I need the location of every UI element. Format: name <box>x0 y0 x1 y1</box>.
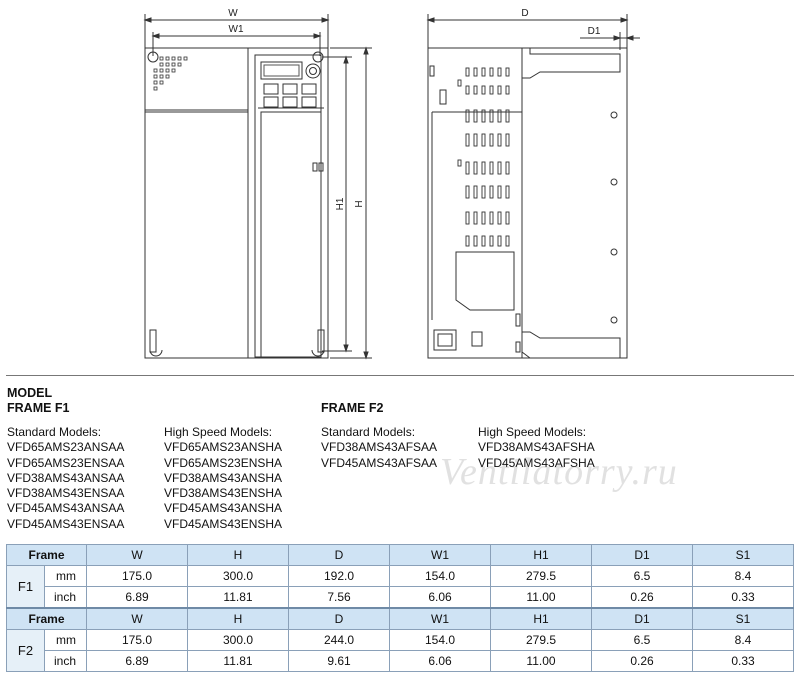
table-cell: 0.26 <box>591 650 693 672</box>
table-cell: 11.00 <box>490 650 592 672</box>
unit-cell: mm <box>44 629 87 651</box>
table-row: inch 6.89 11.81 9.61 6.06 11.00 0.26 0.3… <box>7 650 794 672</box>
model-item: VFD45AMS43AFSHA <box>478 455 595 470</box>
table-cell: 300.0 <box>187 629 289 651</box>
column-header: D <box>288 544 390 566</box>
f2-standard-title: Standard Models: <box>321 425 416 439</box>
f2-highspeed-models: High Speed Models: VFD38AMS43AFSHA VFD45… <box>478 425 595 471</box>
table-cell: 0.33 <box>692 586 794 609</box>
model-item: VFD38AMS43ANSHA <box>164 470 283 485</box>
unit-cell: inch <box>44 650 87 672</box>
model-item: VFD45AMS43ANSAA <box>7 501 125 516</box>
model-item: VFD38AMS43ENSAA <box>7 486 125 501</box>
frame-f1-heading: FRAME F1 <box>7 401 70 415</box>
column-header: D1 <box>591 544 693 566</box>
table-cell: 6.89 <box>86 586 188 609</box>
column-header: W1 <box>389 607 491 630</box>
model-item: VFD65AMS23ANSAA <box>7 440 125 455</box>
dim-label-w1: W1 <box>229 24 244 35</box>
table-cell: 244.0 <box>288 629 390 651</box>
table-cell: 0.26 <box>591 586 693 609</box>
table-cell: 154.0 <box>389 629 491 651</box>
model-item: VFD45AMS43ENSHA <box>164 516 283 531</box>
dim-label-d1: D1 <box>588 26 601 37</box>
table-cell: 11.81 <box>187 650 289 672</box>
table-cell: 175.0 <box>86 565 188 587</box>
model-item: VFD65AMS23ANSHA <box>164 440 283 455</box>
section-divider <box>6 375 794 376</box>
frame-cell: F1 <box>6 565 45 609</box>
table-cell: 175.0 <box>86 629 188 651</box>
table-cell: 9.61 <box>288 650 390 672</box>
column-header: W <box>86 607 188 630</box>
table-row: F1 mm 175.0 300.0 192.0 154.0 279.5 6.5 … <box>6 565 794 609</box>
f1-highspeed-models: High Speed Models: VFD65AMS23ANSHA VFD65… <box>164 425 282 532</box>
table-cell: 6.5 <box>591 565 693 587</box>
f2-highspeed-title: High Speed Models: <box>478 425 587 439</box>
model-item: VFD38AMS43AFSAA <box>321 440 438 455</box>
model-item: VFD65AMS23ENSAA <box>7 455 125 470</box>
table-cell: 154.0 <box>389 565 491 587</box>
frame-cell: F2 <box>6 629 45 672</box>
column-header: S1 <box>692 544 794 566</box>
model-item: VFD38AMS43ENSHA <box>164 486 283 501</box>
table-cell: 8.4 <box>692 629 794 651</box>
table-row: inch 6.89 11.81 7.56 6.06 11.00 0.26 0.3… <box>7 586 794 609</box>
column-header: D1 <box>591 607 693 630</box>
model-item: VFD45AMS43AFSAA <box>321 455 438 470</box>
dimension-drawings: W W1 H1 H D D1 <box>143 8 640 360</box>
table-row: F2 mm 175.0 300.0 244.0 154.0 279.5 6.5 … <box>6 629 794 672</box>
f2-standard-models: Standard Models: VFD38AMS43AFSAA VFD45AM… <box>321 425 437 471</box>
dim-label-w: W <box>228 8 238 19</box>
column-header: H1 <box>490 544 592 566</box>
table-cell: 0.33 <box>692 650 794 672</box>
dim-label-h: H <box>354 200 365 207</box>
table-cell: 7.56 <box>288 586 390 609</box>
column-header: Frame <box>6 607 87 630</box>
table-cell: 6.06 <box>389 586 491 609</box>
dim-label-d: D <box>521 8 528 19</box>
column-header: W1 <box>389 544 491 566</box>
table-cell: 6.89 <box>86 650 188 672</box>
f1-standard-models: Standard Models: VFD65AMS23ANSAA VFD65AM… <box>7 425 124 532</box>
table-cell: 279.5 <box>490 565 592 587</box>
frame-f2-heading: FRAME F2 <box>321 401 384 415</box>
column-header: W <box>86 544 188 566</box>
table-cell: 11.00 <box>490 586 592 609</box>
column-header: D <box>288 607 390 630</box>
table-cell: 300.0 <box>187 565 289 587</box>
dimension-table: Frame W H D W1 H1 D1 S1 F1 mm 175.0 300.… <box>6 544 794 672</box>
table-header-row: Frame W H D W1 H1 D1 S1 <box>6 607 794 630</box>
column-header: H1 <box>490 607 592 630</box>
table-cell: 11.81 <box>187 586 289 609</box>
model-item: VFD38AMS43AFSHA <box>478 440 595 455</box>
table-cell: 279.5 <box>490 629 592 651</box>
f1-highspeed-title: High Speed Models: <box>164 425 273 439</box>
side-view <box>426 14 640 359</box>
f1-standard-title: Standard Models: <box>7 425 102 439</box>
model-item: VFD45AMS43ENSAA <box>7 516 125 531</box>
dim-label-h1: H1 <box>335 197 346 210</box>
table-cell: 192.0 <box>288 565 390 587</box>
model-title: MODEL <box>7 386 53 400</box>
column-header: Frame <box>6 544 87 566</box>
table-cell: 6.5 <box>591 629 693 651</box>
table-cell: 6.06 <box>389 650 491 672</box>
unit-cell: inch <box>44 586 87 609</box>
column-header: S1 <box>692 607 794 630</box>
column-header: H <box>187 607 289 630</box>
model-item: VFD65AMS23ENSHA <box>164 455 283 470</box>
front-view <box>143 14 372 360</box>
watermark: Ventilatorry.ru <box>440 451 678 493</box>
table-cell: 8.4 <box>692 565 794 587</box>
model-item: VFD38AMS43ANSAA <box>7 470 125 485</box>
unit-cell: mm <box>44 565 87 587</box>
table-header-row: Frame W H D W1 H1 D1 S1 <box>6 544 794 566</box>
model-item: VFD45AMS43ANSHA <box>164 501 283 516</box>
column-header: H <box>187 544 289 566</box>
